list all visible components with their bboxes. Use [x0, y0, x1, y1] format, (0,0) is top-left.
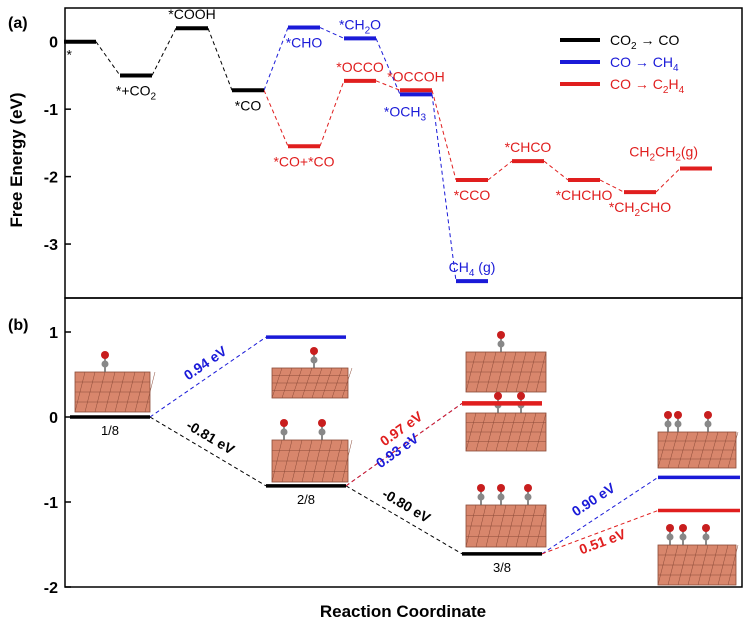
connector-line: [345, 485, 463, 555]
panel-b-labels: 1/82/83/80.94 eV-0.81 eV-0.80 eV0.93 eV0…: [101, 342, 628, 575]
state-label-r5: *OCCO: [336, 59, 384, 75]
legend-entry-black: CO2 → CO: [610, 32, 679, 52]
y-tick-label: 0: [49, 410, 58, 427]
state-label-s1: *+CO2: [116, 82, 157, 102]
connector-line: [263, 27, 289, 91]
coverage-label-c3: 3/8: [493, 560, 511, 575]
connector-line: [345, 402, 463, 487]
connector-line: [375, 80, 401, 91]
state-label-b7: CH4 (g): [449, 259, 496, 279]
y-tick-label: -1: [44, 102, 58, 119]
panel-a-y-ticks: 0 -1 -2 -3: [44, 35, 71, 254]
state-label-s3: *CO: [235, 97, 262, 113]
slab-model-3-8-bottom: [465, 484, 547, 548]
x-axis-label: Reaction Coordinate: [320, 602, 486, 621]
slab-model-4-8-top: [657, 411, 739, 469]
legend-entry-blue: CO → CH4: [610, 54, 679, 74]
connector-line: [599, 179, 625, 193]
panel-a-energy-levels: [64, 25, 712, 284]
state-label-b5: *CH2O: [339, 16, 381, 36]
panel-a-connectors: [95, 27, 681, 282]
y-tick-label: -2: [44, 580, 58, 597]
panel-b-energy-levels: [70, 335, 740, 556]
coverage-label-c1: 1/8: [101, 423, 119, 438]
connector-line: [655, 168, 681, 193]
connector-line: [431, 90, 457, 181]
y-tick-label: -1: [44, 495, 58, 512]
slab-model-3-8-middle: [465, 392, 547, 452]
state-label-r8: *CHCO: [505, 139, 552, 155]
state-label-s2: *COOH: [168, 6, 215, 22]
y-tick-label: -2: [44, 170, 58, 187]
connector-line: [431, 94, 457, 282]
state-label-r7: *CCO: [454, 187, 491, 203]
copper-slab-images: [74, 331, 739, 586]
connector-line: [487, 160, 513, 181]
energy-barrier-label: -0.81 eV: [184, 417, 238, 458]
connector-line: [319, 80, 345, 147]
connector-line: [151, 28, 177, 76]
state-label-r9: *CHCHO: [556, 187, 613, 203]
connector-line: [375, 38, 401, 95]
energy-barrier-label: 0.51 eV: [577, 525, 628, 557]
connector-line: [95, 41, 121, 76]
slab-model-2-8-bottom: [271, 419, 353, 483]
state-label-b4: *CHO: [286, 35, 323, 51]
state-label-r10: *CH2CHO: [609, 199, 671, 219]
legend-entry-red: CO → C2H4: [610, 76, 685, 96]
slab-model-2-8-top: [271, 347, 353, 399]
connector-line: [149, 416, 267, 487]
y-tick-label: 1: [49, 325, 58, 342]
panel-a-tag: (a): [8, 15, 28, 32]
panel-b-connectors: [149, 336, 659, 555]
slab-model-1-8: [74, 351, 156, 413]
connector-line: [207, 28, 233, 91]
panel-b-frame: [64, 297, 743, 588]
y-axis-label: Free Energy (eV): [7, 92, 26, 227]
connector-line: [541, 476, 659, 555]
state-label-s0: *: [67, 47, 73, 63]
connector-line: [263, 90, 289, 147]
state-label-r4: *CO+*CO: [273, 153, 334, 169]
panel-b-tag: (b): [8, 317, 28, 334]
connector-line: [149, 336, 267, 418]
connector-line: [543, 160, 569, 181]
state-label-r6: *OCCOH: [387, 68, 445, 84]
panel-b-y-ticks: 1 0 -1 -2: [44, 325, 71, 597]
energy-barrier-label: -0.80 eV: [380, 485, 434, 526]
y-tick-label: -3: [44, 237, 58, 254]
coverage-label-c2: 2/8: [297, 492, 315, 507]
y-tick-label: 0: [49, 35, 58, 52]
slab-model-3-8-top: [465, 331, 547, 393]
slab-model-4-8-bottom: [657, 524, 739, 586]
energy-barrier-label: 0.94 eV: [181, 342, 230, 383]
connector-line: [319, 27, 345, 39]
state-label-r11: CH2CH2(g): [629, 144, 698, 164]
state-label-b6: *OCH3: [384, 103, 427, 123]
energy-barrier-label: 0.90 eV: [569, 479, 619, 519]
